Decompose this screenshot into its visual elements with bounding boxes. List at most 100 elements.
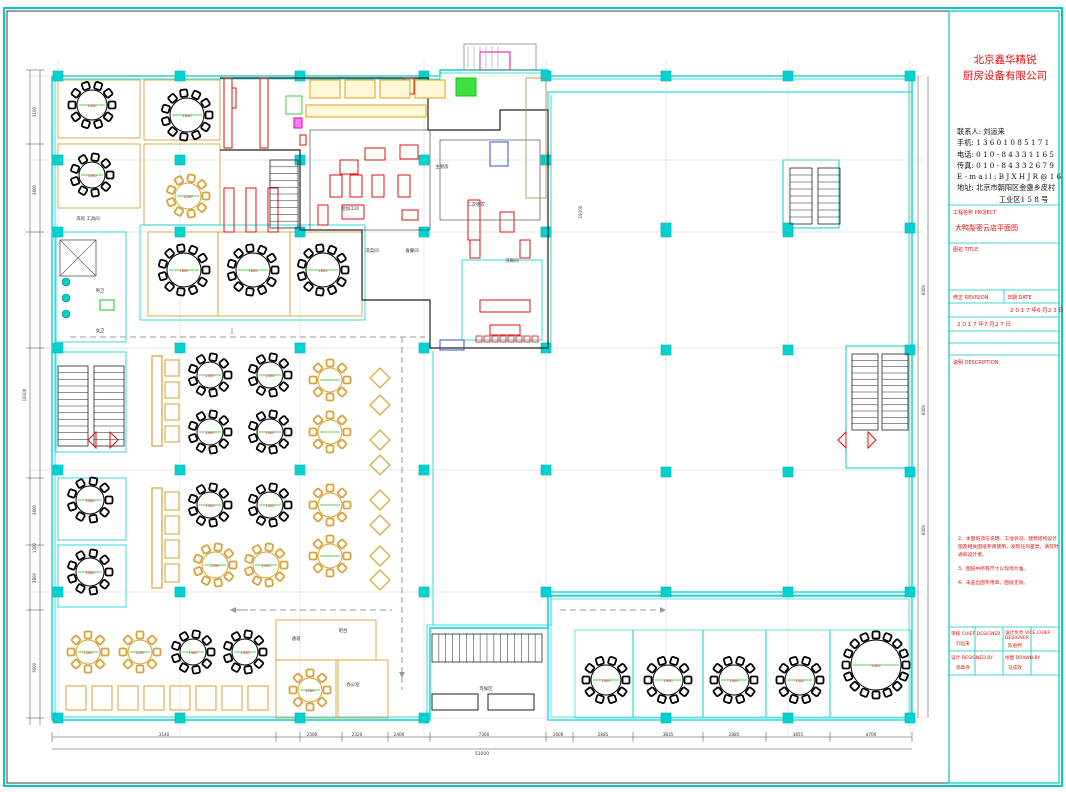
column — [52, 464, 64, 476]
chair — [158, 271, 168, 282]
chair — [80, 119, 91, 129]
room-label: 二次更衣 — [467, 201, 485, 208]
chair — [283, 427, 293, 437]
chair — [230, 631, 242, 642]
chair — [325, 444, 335, 454]
table-size: 2400 — [871, 664, 881, 668]
column — [52, 226, 64, 238]
equipment-red-small — [499, 335, 507, 343]
column — [418, 712, 430, 724]
dim-value: 4700 — [866, 732, 877, 737]
equipment-shelf — [525, 77, 547, 199]
chair — [292, 672, 304, 684]
table-size: 1200 — [261, 564, 271, 568]
chair — [122, 634, 134, 646]
column — [660, 344, 672, 356]
round-table — [308, 483, 352, 527]
booth-seat — [169, 685, 191, 711]
room-label: 办公室 — [346, 681, 360, 688]
column — [660, 712, 672, 724]
chair — [315, 287, 325, 297]
chair — [312, 438, 324, 450]
table-size: 1400 — [205, 374, 215, 378]
chair — [255, 515, 267, 526]
chair — [67, 560, 78, 571]
chair — [303, 281, 314, 292]
column — [52, 342, 64, 354]
chair — [94, 634, 106, 646]
phone: 电话: 0 1 0 - 8 4 3 3 1 1 6 5 — [957, 149, 1054, 159]
toilet — [61, 309, 71, 319]
chair — [206, 647, 216, 657]
equipment-red — [223, 187, 235, 233]
chair — [843, 671, 854, 682]
chair — [88, 513, 99, 524]
chair — [195, 411, 207, 422]
company-line-2: 厨房设备有限公司 — [963, 70, 1047, 82]
chair — [266, 276, 277, 288]
round-table: 1400 — [709, 656, 759, 704]
chair — [292, 696, 304, 708]
dim-value: 7600 — [32, 662, 37, 673]
table-size: 1400 — [87, 104, 97, 108]
column — [782, 70, 794, 82]
chair — [70, 111, 82, 122]
chair — [643, 675, 653, 685]
drawn-by-label: 绘图 DRAWN BY — [1005, 656, 1041, 661]
column — [52, 154, 64, 166]
chair — [161, 103, 171, 114]
equipment-red — [364, 147, 386, 161]
chair — [312, 538, 324, 550]
chair — [336, 511, 348, 523]
arrow-head — [230, 607, 236, 613]
chair — [223, 653, 234, 664]
chair — [191, 629, 201, 639]
chair — [656, 656, 667, 666]
chair — [208, 388, 218, 398]
column — [904, 70, 916, 82]
column — [418, 586, 430, 598]
chair — [709, 675, 719, 685]
project-name: 大鸭梨密云店平面图 — [955, 224, 1018, 232]
chair — [201, 635, 213, 646]
chair — [316, 696, 328, 708]
round-table: 1200 — [244, 542, 289, 588]
chair — [722, 694, 733, 704]
chair — [891, 680, 903, 692]
chair — [336, 386, 348, 398]
column — [782, 344, 794, 356]
chair — [253, 658, 265, 669]
toilet — [61, 277, 71, 287]
chair — [243, 629, 253, 639]
table-size: 1400 — [205, 504, 215, 508]
column — [174, 154, 186, 166]
round-table: 1200 — [193, 542, 238, 588]
chair — [193, 566, 204, 577]
dim-value: 3835 — [663, 732, 674, 737]
chair — [201, 658, 213, 669]
dim-value: 2500 — [307, 732, 318, 737]
chair — [233, 281, 244, 292]
chair — [257, 244, 268, 256]
round-table: 1400 — [70, 152, 115, 198]
chair — [266, 252, 277, 264]
chair — [93, 119, 104, 129]
chair — [166, 197, 177, 208]
chair — [891, 638, 903, 650]
chair — [146, 658, 158, 670]
room-office — [275, 659, 337, 719]
chief-designer-label: 审核 CHIEF DESIGNER — [951, 632, 1001, 637]
chair — [179, 88, 189, 98]
booth-seat — [221, 685, 243, 711]
revision-value: 2 0 1 7 年7 月2 7 日 — [957, 322, 1012, 328]
room-label: 库房 工具间 — [76, 215, 99, 222]
chair — [325, 358, 335, 368]
equipment-red-small — [491, 335, 499, 343]
kitchen-zone — [461, 259, 543, 341]
round-table: 1400 — [67, 476, 114, 524]
chair — [336, 487, 348, 499]
column — [52, 712, 64, 724]
stair-tower-ne — [782, 159, 840, 229]
booth-seat — [164, 539, 180, 559]
table-size: 1800 — [248, 269, 258, 273]
